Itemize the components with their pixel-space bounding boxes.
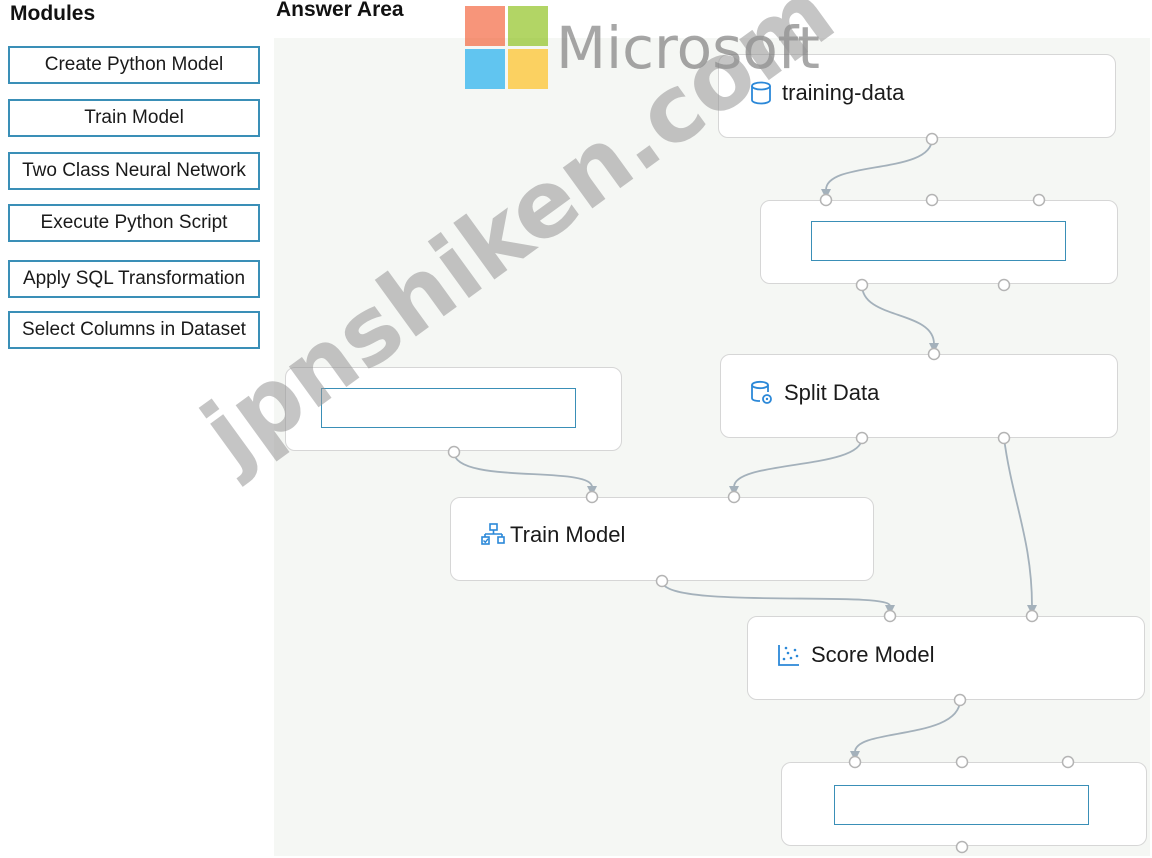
module-two-class-neural-network[interactable]: Two Class Neural Network [8,152,260,190]
database-icon [751,81,771,105]
node-score-model-label: Score Model [811,642,935,667]
node-score-model [747,616,1145,700]
logo-square-green [508,6,548,46]
microsoft-logo: Microsoft [465,6,820,89]
node-train-model-label: Train Model [510,522,626,547]
logo-square-red [465,6,505,46]
logo-square-blue [465,49,505,89]
answer-slot-3[interactable] [834,785,1089,825]
node-split-data [720,354,1118,438]
module-apply-sql-transformation[interactable]: Apply SQL Transformation [8,260,260,298]
node-training-data-label: training-data [782,80,905,105]
logo-square-yellow [508,49,548,89]
modules-heading: Modules [10,2,96,25]
database-settings-icon [751,380,772,404]
microsoft-logo-text: Microsoft [556,13,820,82]
answer-slot-1[interactable] [811,221,1066,261]
module-train-model[interactable]: Train Model [8,99,260,137]
module-execute-python-script[interactable]: Execute Python Script [8,204,260,242]
microsoft-logo-grid [465,6,548,89]
node-training-data [718,54,1116,138]
hierarchy-icon [481,523,505,545]
module-create-python-model[interactable]: Create Python Model [8,46,260,84]
node-split-data-title: Split Data [750,380,879,406]
scatter-icon [778,645,799,666]
node-training-data-title: training-data [750,80,904,106]
module-select-columns-in-dataset[interactable]: Select Columns in Dataset [8,311,260,349]
node-train-model-title: Train Model [480,522,625,548]
node-train-model [450,497,874,581]
node-split-data-label: Split Data [784,380,880,405]
node-score-model-title: Score Model [777,642,935,668]
answer-area-heading: Answer Area [276,0,404,21]
answer-slot-2[interactable] [321,388,576,428]
